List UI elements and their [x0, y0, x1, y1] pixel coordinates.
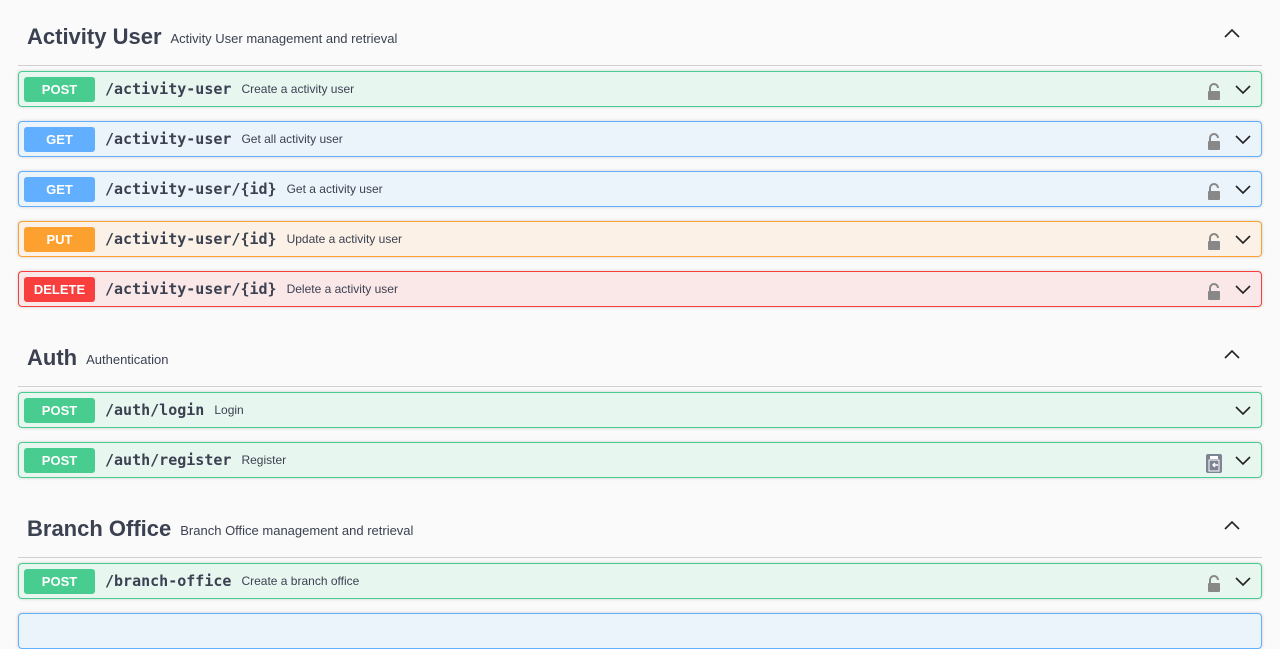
operation-row[interactable]: GET /activity-user/{id} Get a activity u… — [18, 171, 1262, 207]
lock-icon[interactable] — [1205, 232, 1223, 252]
operation-row[interactable]: DELETE /activity-user/{id} Delete a acti… — [18, 271, 1262, 307]
method-badge: PUT — [24, 226, 95, 252]
tag-title: Activity User — [27, 23, 162, 49]
lock-icon[interactable] — [1205, 282, 1223, 302]
method-badge: POST — [24, 447, 95, 473]
operation-path[interactable]: /activity-user — [105, 130, 232, 148]
operation-summary: Login — [214, 403, 244, 417]
chevron-down-icon[interactable] — [1233, 571, 1253, 596]
operation-path[interactable]: /activity-user — [105, 80, 232, 98]
lock-icon[interactable] — [1205, 182, 1223, 202]
operation-summary: Create a activity user — [241, 82, 355, 96]
method-badge: POST — [24, 76, 95, 102]
operation-path[interactable]: /activity-user/{id} — [105, 180, 277, 198]
chevron-up-icon[interactable] — [1222, 345, 1242, 365]
chevron-down-icon[interactable] — [1233, 179, 1253, 204]
chevron-up-icon[interactable] — [1222, 24, 1242, 44]
tag-header[interactable]: Auth Authentication — [18, 321, 1262, 387]
chevron-down-icon[interactable] — [1233, 129, 1253, 154]
chevron-down-icon[interactable] — [1233, 450, 1253, 475]
lock-icon[interactable] — [1205, 574, 1223, 594]
chevron-down-icon[interactable] — [1233, 229, 1253, 254]
method-badge: DELETE — [24, 276, 95, 302]
tag-section: Branch Office Branch Office management a… — [18, 492, 1262, 649]
operation-path[interactable]: /auth/register — [105, 451, 232, 469]
chevron-down-icon[interactable] — [1233, 400, 1253, 425]
operation-row[interactable]: POST /auth/login Login — [18, 392, 1262, 428]
tag-description: Activity User management and retrieval — [170, 30, 398, 46]
clipboard-icon[interactable] — [1205, 453, 1223, 473]
operation-summary: Get all activity user — [241, 132, 343, 146]
tag-description: Authentication — [86, 351, 169, 367]
tag-section: Auth Authentication POST /auth/login Log… — [18, 321, 1262, 478]
tag-section: Activity User Activity User management a… — [18, 0, 1262, 307]
operation-summary: Register — [241, 453, 287, 467]
operation-summary: Delete a activity user — [286, 282, 398, 296]
method-badge: POST — [24, 568, 95, 594]
operation-summary: Create a branch office — [241, 574, 360, 588]
operation-summary: Update a activity user — [286, 232, 402, 246]
lock-icon[interactable] — [1205, 132, 1223, 152]
chevron-down-icon[interactable] — [1233, 79, 1253, 104]
tag-header[interactable]: Activity User Activity User management a… — [18, 0, 1262, 66]
operation-row[interactable]: POST /branch-office Create a branch offi… — [18, 563, 1262, 599]
lock-icon[interactable] — [1205, 82, 1223, 102]
operation-row[interactable]: POST /auth/register Register — [18, 442, 1262, 478]
method-badge: POST — [24, 397, 95, 423]
operation-row[interactable] — [18, 613, 1262, 649]
method-badge: GET — [24, 126, 95, 152]
chevron-down-icon[interactable] — [1233, 279, 1253, 304]
operation-row[interactable]: POST /activity-user Create a activity us… — [18, 71, 1262, 107]
operation-summary: Get a activity user — [286, 182, 383, 196]
operation-row[interactable]: PUT /activity-user/{id} Update a activit… — [18, 221, 1262, 257]
tag-title: Auth — [27, 344, 78, 370]
tag-header[interactable]: Branch Office Branch Office management a… — [18, 492, 1262, 558]
operation-path[interactable]: /activity-user/{id} — [105, 230, 277, 248]
tag-description: Branch Office management and retrieval — [180, 522, 414, 538]
operation-path[interactable]: /activity-user/{id} — [105, 280, 277, 298]
operation-path[interactable]: /branch-office — [105, 572, 232, 590]
chevron-up-icon[interactable] — [1222, 516, 1242, 536]
tag-title: Branch Office — [27, 515, 172, 541]
operation-path[interactable]: /auth/login — [105, 401, 205, 419]
method-badge: GET — [24, 176, 95, 202]
operation-row[interactable]: GET /activity-user Get all activity user — [18, 121, 1262, 157]
